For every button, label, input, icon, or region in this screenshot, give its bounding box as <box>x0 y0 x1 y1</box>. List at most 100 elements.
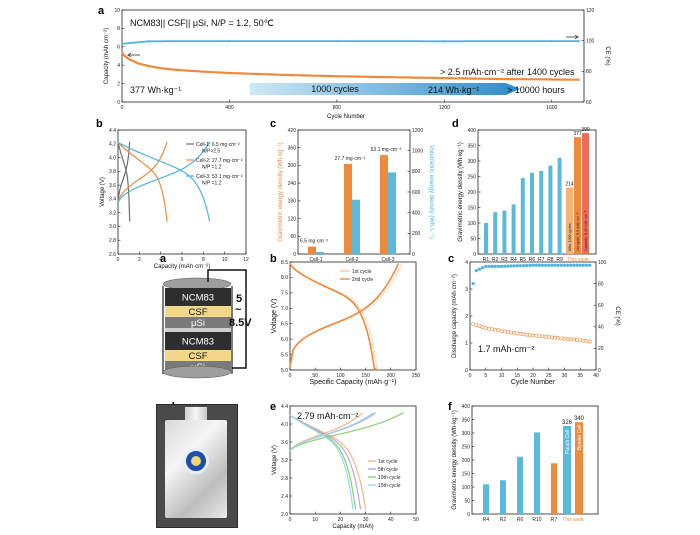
chart-mid-b-ytick: 5.0 <box>281 368 288 374</box>
point-ce <box>528 263 532 267</box>
point-capacity <box>496 328 501 333</box>
point-ce <box>575 263 579 267</box>
point-ce <box>518 264 523 268</box>
chart-top-b-ytick: 3.4 <box>109 197 116 203</box>
point-ce <box>534 263 538 267</box>
chart-mid-c-y2tick: 60 <box>598 303 604 309</box>
panel-label-c-top: c <box>270 118 276 130</box>
chart-mid-c-xtick: 15 <box>514 373 520 379</box>
chart-bot-f-ytick: 350 <box>462 417 471 423</box>
category-label: Cell-1 <box>309 257 322 263</box>
point-capacity <box>493 327 498 332</box>
voltage-top: 5 <box>236 293 242 305</box>
chart-top-c-ytick: 60 <box>290 234 296 240</box>
chart-bot-f-ytick: 400 <box>462 404 471 410</box>
point-capacity <box>486 326 491 331</box>
legend-sublabel: N/P =1.2 <box>202 181 222 187</box>
point-capacity <box>161 67 164 70</box>
point-ce <box>496 264 500 268</box>
point-capacity <box>550 335 554 340</box>
chart-top-d-ytick: 200 <box>468 190 477 196</box>
point-ce <box>525 263 529 268</box>
point-ce <box>562 263 567 267</box>
legend-label: 1st cycle <box>352 269 372 275</box>
series-ce-top-a <box>122 40 579 45</box>
chart-top-b-xtick: 0 <box>117 257 120 263</box>
chart-bot-e-ytick: 3.6 <box>281 440 288 446</box>
point-capacity <box>565 337 570 341</box>
chart-top-a-y2label: CE (%) <box>604 46 610 65</box>
bar-this-work <box>575 422 583 514</box>
chart-top-a-ytick: 0 <box>117 100 120 106</box>
chart-mid-c-ytick: 2 <box>465 314 468 320</box>
right-axis-arrow <box>566 34 580 40</box>
point-capacity <box>531 333 535 338</box>
chart-mid-c-xtick: 5 <box>484 373 487 379</box>
point-capacity <box>568 337 573 342</box>
bar-reference <box>517 456 523 514</box>
point-ce <box>512 264 516 268</box>
point-capacity <box>505 330 510 334</box>
point-ce <box>121 42 124 45</box>
chart-bot-f-ytick: 250 <box>462 444 471 450</box>
legend-sublabel: N/P =1.2 <box>202 165 222 171</box>
category-label: R4 <box>510 257 517 263</box>
chart-top-b-xtick: 4 <box>159 257 162 263</box>
chart-top-b-ytick: 4.0 <box>109 155 116 161</box>
annotation-377: 377 Wh·kg⁻¹ <box>130 85 181 95</box>
chart-mid-c-xtick: 35 <box>577 373 583 379</box>
logo-icon <box>183 448 209 474</box>
chart-bot-f-ytick: 0 <box>467 512 470 518</box>
cycle-arrow <box>250 83 520 95</box>
chart-top-c-y2tick: 1000 <box>412 148 423 154</box>
this-work-label: Capacity: 8.43 mAh cm⁻² <box>584 210 588 251</box>
point-capacity <box>515 331 520 336</box>
chart-mid-b-xtick: 100 <box>336 373 345 379</box>
category-label: R6 <box>529 257 536 263</box>
point-capacity <box>540 334 545 339</box>
voltage-curve-discharge <box>289 414 367 510</box>
point-capacity <box>121 52 124 55</box>
category-label-this-work: This work <box>562 517 584 523</box>
chart-bot-e-xtick: 20 <box>338 517 344 523</box>
chart-bot-f-ytick: 300 <box>462 431 471 437</box>
annotation-after-1400: > 2.5 mAh·cm⁻² after 1400 cycles <box>440 67 575 77</box>
annotation-214: 214 Wh·kg⁻¹ <box>428 85 479 95</box>
point-capacity <box>577 78 580 81</box>
mass-loading-label: 27.7 mg·cm⁻² <box>335 156 366 162</box>
chart-mid-c-ytick: 3 <box>465 287 468 293</box>
point-capacity <box>521 332 526 337</box>
chart-mid-c-y2tick: 80 <box>598 281 604 287</box>
chart-top-b-xtick: 12 <box>243 257 249 263</box>
legend-label: Cell-2: 27.7 mg·cm⁻² <box>196 158 243 164</box>
point-ce <box>581 263 586 267</box>
bar-reference <box>483 484 489 514</box>
chart-top-d-ytick: 0 <box>473 252 476 258</box>
point-capacity <box>502 329 507 334</box>
point-ce <box>553 263 557 267</box>
separator-foil <box>165 328 231 332</box>
curve-charge-Cell-3 <box>117 141 211 203</box>
point-ce <box>566 263 570 267</box>
chart-top-b-xlabel: Capacity (mAh·cm⁻²) <box>154 264 211 270</box>
point-ce <box>515 264 519 268</box>
point-capacity <box>174 68 177 71</box>
chart-mid-b-ytick: 8.5 <box>281 260 288 266</box>
voltage-curve <box>289 263 378 371</box>
layer-label: CSF <box>189 351 208 362</box>
annotation-1-7: 1.7 mAh·cm⁻² <box>478 344 534 354</box>
layer-label: NCM83 <box>182 293 214 304</box>
panel-label-a-top: a <box>98 5 105 17</box>
point-ce <box>481 266 485 270</box>
chart-mid-b-ytick: 8.0 <box>281 275 288 281</box>
mass-loading-label: 53.1 mg·cm⁻² <box>371 147 402 153</box>
layer-μsi <box>165 317 231 328</box>
this-work-value: 377 <box>573 131 582 137</box>
point-ce <box>569 263 573 267</box>
chart-top-d-ytick: 100 <box>468 221 477 227</box>
chart-top-a-y2tick: 100 <box>586 38 595 44</box>
chart-mid-b-ytick: 6.5 <box>281 322 288 328</box>
voltage-curve-charge <box>289 412 404 452</box>
